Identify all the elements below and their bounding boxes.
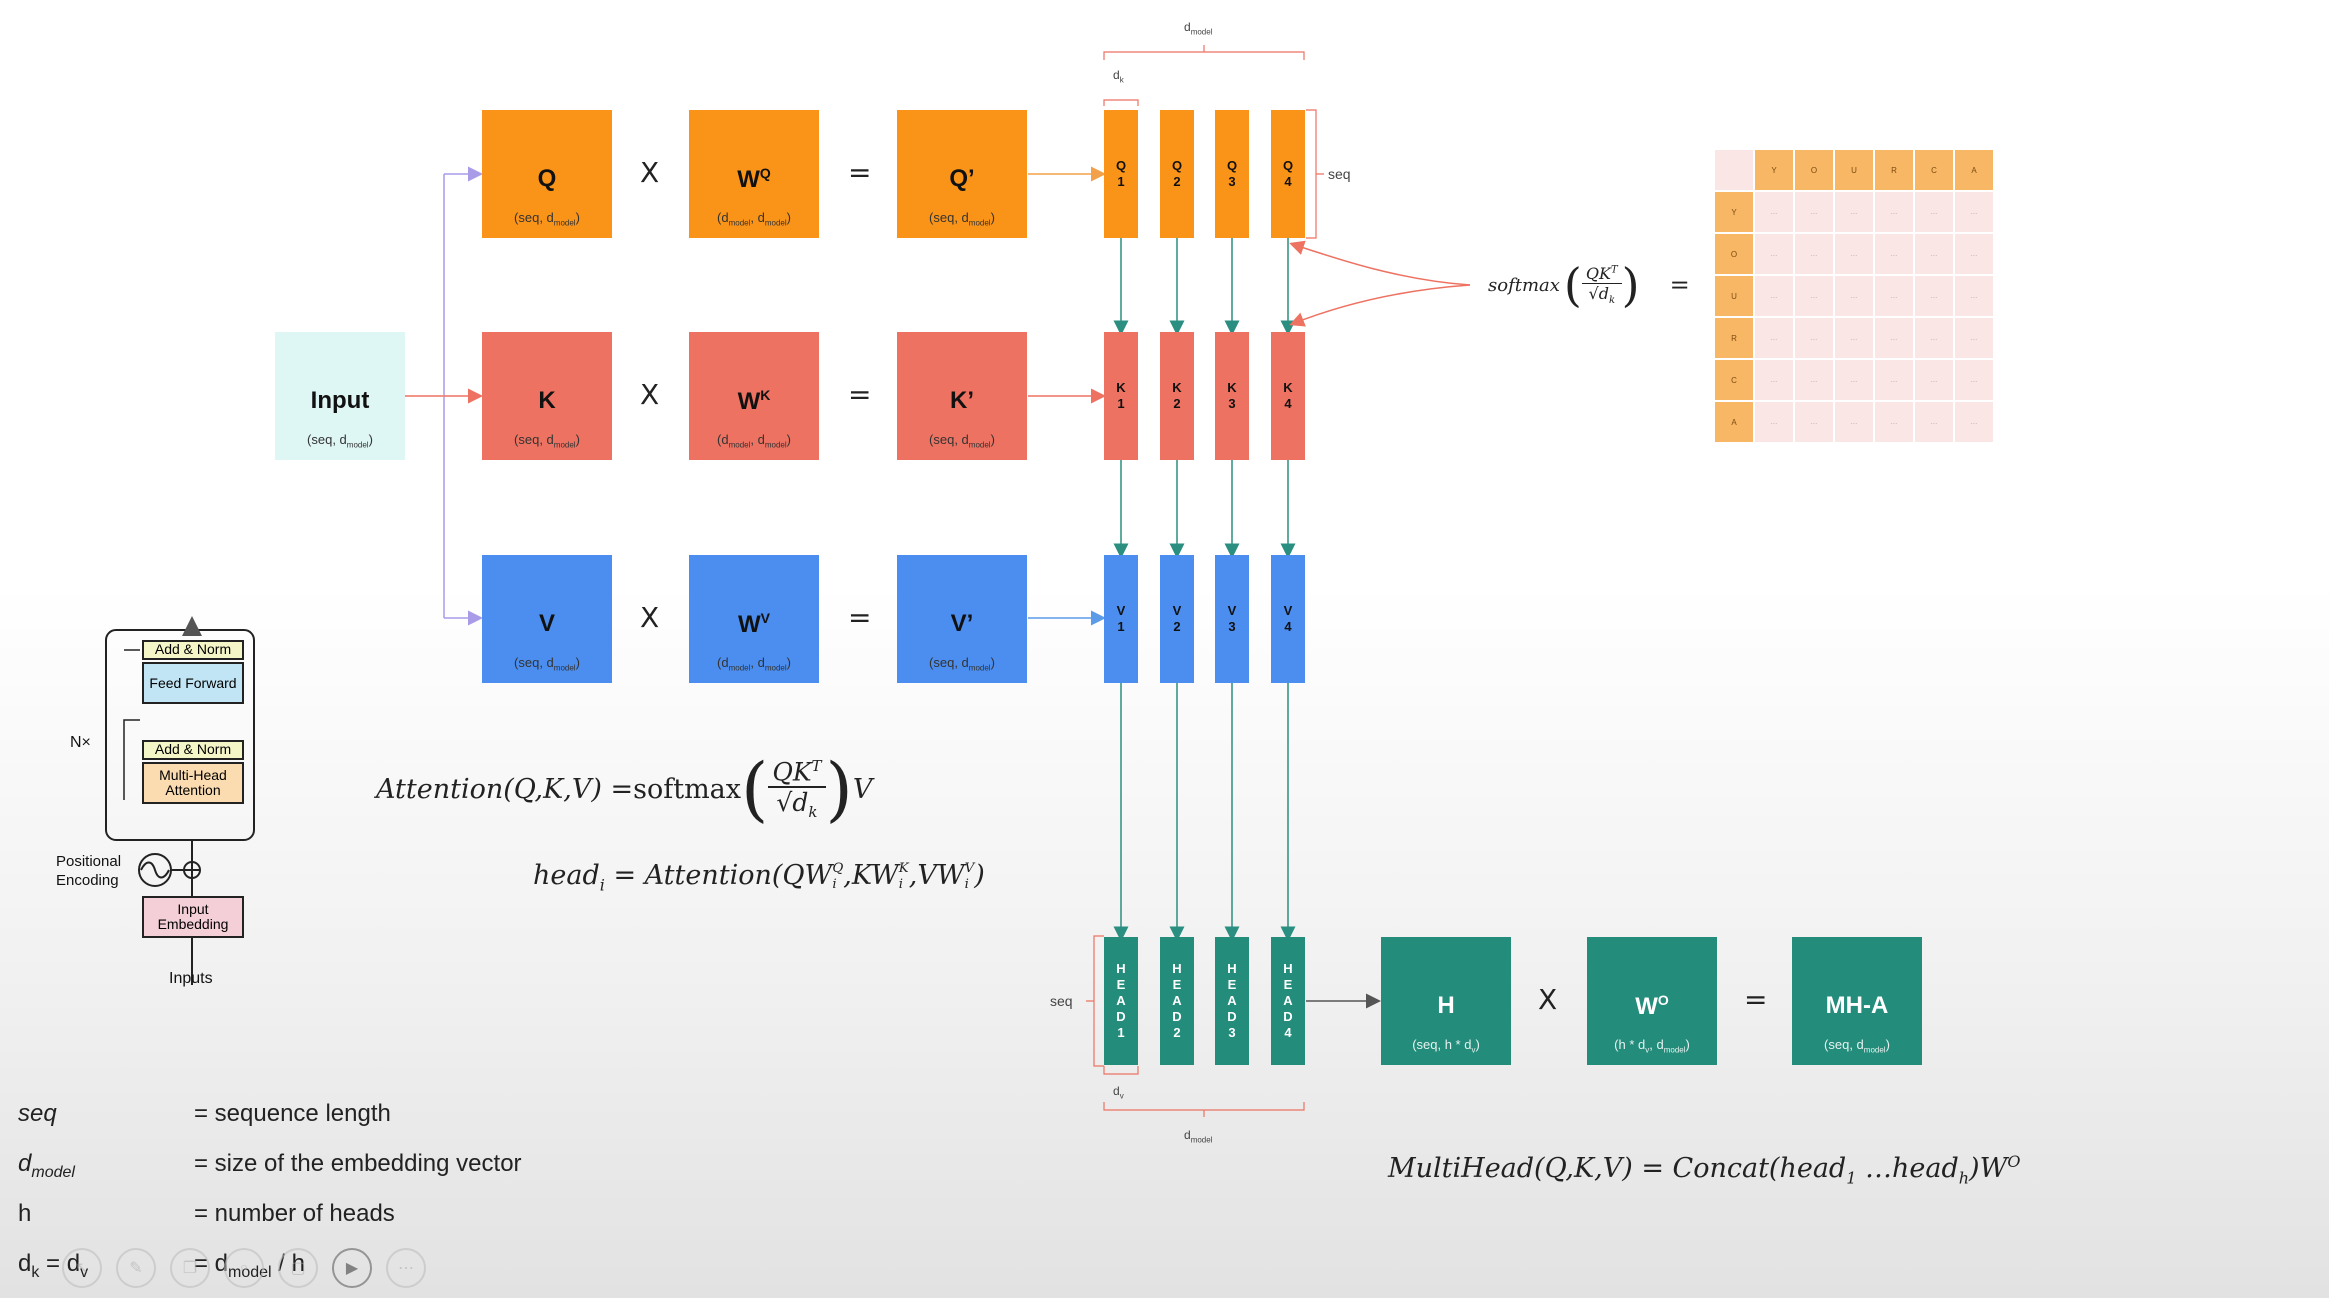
cursor-tool-icon[interactable]: ↖ [62, 1248, 102, 1288]
mha-matrix: MH-A (seq, dmodel) [1792, 937, 1922, 1065]
v-matrix: V (seq, dmodel) [482, 555, 612, 683]
q-matrix-label: Q [537, 165, 557, 192]
k-prime-label: K’ [950, 387, 974, 414]
k-matrix: K (seq, dmodel) [482, 332, 612, 460]
q-prime-shape: (seq, dmodel) [929, 210, 995, 228]
zoom-tool-icon[interactable]: ⌕ [224, 1248, 264, 1288]
input-label: Input [310, 387, 370, 414]
attention-formula: Attention(Q,K,V) = softmax ( QKT √dk ) V [376, 748, 873, 830]
wv-label: WV [738, 609, 770, 638]
wk-matrix: WK (dmodel, dmodel) [689, 332, 819, 460]
mha-matrix-label: MH-A [1825, 992, 1889, 1019]
softmax-word: softmax [1488, 274, 1560, 296]
h-matrix: H (seq, h * dv) [1381, 937, 1511, 1065]
input-shape: (seq, dmodel) [307, 432, 373, 450]
legend-h-def: = number of heads [194, 1200, 395, 1227]
k-matrix-shape: (seq, dmodel) [514, 432, 580, 450]
h-matrix-label: H [1437, 992, 1455, 1019]
input-block: Input (seq, dmodel) [275, 332, 405, 460]
dv-label: dv [1113, 1084, 1124, 1101]
wo-matrix: WO (h * dv, dmodel) [1587, 937, 1717, 1065]
h-times: X [1538, 983, 1558, 1016]
softmax-equals: = [1669, 271, 1690, 299]
v-prime-matrix: V’ (seq, dmodel) [897, 555, 1027, 683]
wk-label: WK [737, 386, 771, 415]
v-prime-shape: (seq, dmodel) [929, 655, 995, 673]
legend-dmodel: dmodel [18, 1150, 75, 1181]
wq-label: WQ [737, 164, 771, 193]
dk-label: dk [1113, 68, 1124, 85]
wo-equals: = [1744, 983, 1768, 1016]
tf-inputs-label: Inputs [169, 970, 213, 987]
wo-label: WO [1635, 991, 1669, 1020]
copy-tool-icon[interactable]: ❐ [170, 1248, 210, 1288]
legend-h: h [18, 1200, 32, 1227]
v-matrix-label: V [538, 610, 555, 637]
k-equals: = [848, 378, 872, 411]
q-prime-label: Q’ [949, 165, 975, 192]
wv-shape: (dmodel, dmodel) [717, 655, 791, 673]
v-prime-label: V’ [950, 610, 974, 637]
softmax-formula: softmax ( QKT √dk ) = [1488, 258, 1690, 312]
tf-positional-encoding: Positional Encoding [56, 853, 122, 889]
seq-right-label: seq [1328, 166, 1351, 182]
wq-shape: (dmodel, dmodel) [717, 210, 791, 228]
more-icon[interactable]: ⋯ [386, 1248, 426, 1288]
tf-nx-label: N× [70, 734, 91, 751]
mha-matrix-shape: (seq, dmodel) [1824, 1037, 1890, 1055]
seq-left-label: seq [1050, 993, 1073, 1009]
wq-matrix: WQ (dmodel, dmodel) [689, 110, 819, 238]
d-model-top-label: dmodel [1184, 20, 1213, 37]
tf-multi-head-attention: Multi-Head Attention [142, 762, 244, 804]
legend-seq-def: = sequence length [194, 1100, 391, 1127]
wv-matrix: WV (dmodel, dmodel) [689, 555, 819, 683]
multihead-formula: MultiHead(Q,K,V) = Concat(head1 …headh)W… [1388, 1152, 2021, 1188]
k-prime-shape: (seq, dmodel) [929, 432, 995, 450]
v-equals: = [848, 601, 872, 634]
tf-input-embedding: Input Embedding [142, 896, 244, 938]
legend-dmodel-def: = size of the embedding vector [194, 1150, 522, 1177]
q-equals: = [848, 156, 872, 189]
legend-seq: seq [18, 1100, 57, 1128]
tf-add-norm-bottom: Add & Norm [142, 740, 244, 760]
v-matrix-shape: (seq, dmodel) [514, 655, 580, 673]
q-matrix-shape: (seq, dmodel) [514, 210, 580, 228]
d-model-bottom-label: dmodel [1184, 1128, 1213, 1145]
q-prime-matrix: Q’ (seq, dmodel) [897, 110, 1027, 238]
tf-add-norm-top: Add & Norm [142, 640, 244, 660]
q-matrix: Q (seq, dmodel) [482, 110, 612, 238]
k-prime-matrix: K’ (seq, dmodel) [897, 332, 1027, 460]
k-matrix-label: K [538, 387, 556, 414]
tf-feed-forward: Feed Forward [142, 662, 244, 704]
annotation-toolbar: ↖ ✎ ❐ ⌕ ▢ ▶ ⋯ [62, 1248, 426, 1288]
v-times: X [640, 601, 660, 634]
wo-shape: (h * dv, dmodel) [1614, 1037, 1690, 1055]
q-times: X [640, 156, 660, 189]
pen-tool-icon[interactable]: ✎ [116, 1248, 156, 1288]
wk-shape: (dmodel, dmodel) [717, 432, 791, 450]
legend-seq-term: seq [18, 1100, 57, 1127]
camera-icon[interactable]: ▶ [332, 1248, 372, 1288]
frame-tool-icon[interactable]: ▢ [278, 1248, 318, 1288]
h-matrix-shape: (seq, h * dv) [1412, 1037, 1480, 1055]
k-times: X [640, 378, 660, 411]
